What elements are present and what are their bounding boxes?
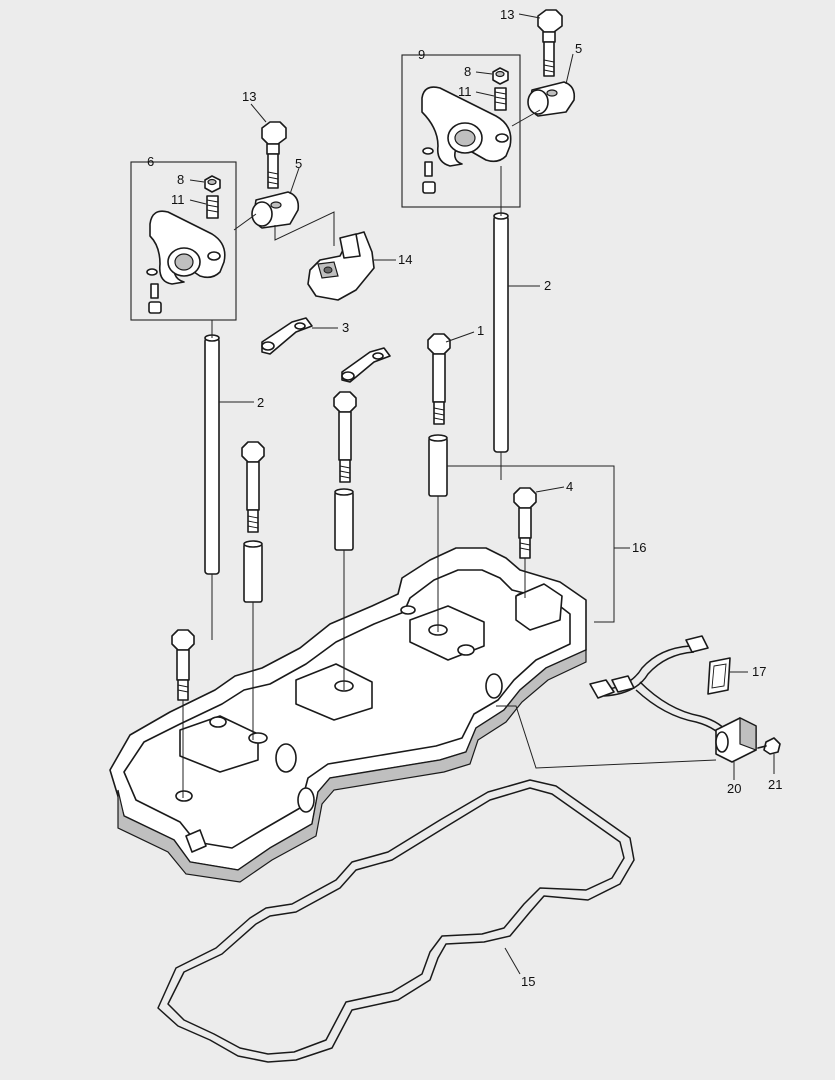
valve-bridge-3-right bbox=[341, 347, 391, 383]
callout-16: 16 bbox=[632, 540, 646, 555]
bolt-front-left bbox=[171, 629, 195, 701]
callout-21: 21 bbox=[768, 777, 782, 792]
callout-8-left: 8 bbox=[177, 172, 184, 187]
callout-8-right: 8 bbox=[464, 64, 471, 79]
sleeve-c bbox=[243, 540, 263, 603]
rocker-arm-left bbox=[146, 210, 226, 285]
bracket-14 bbox=[307, 231, 375, 301]
rocker-cover-housing bbox=[109, 547, 587, 883]
callout-5-left: 5 bbox=[295, 156, 302, 171]
sleeve-b bbox=[334, 488, 354, 551]
callout-11-right: 11 bbox=[458, 84, 472, 99]
callout-14: 14 bbox=[398, 252, 412, 267]
rocker-group-box-9 bbox=[401, 54, 521, 208]
ball-pin-left bbox=[148, 283, 162, 314]
rocker-arm-right bbox=[421, 86, 512, 167]
adjust-screw-11-right bbox=[494, 87, 507, 111]
callout-13-left: 13 bbox=[242, 89, 256, 104]
ball-pin-right bbox=[422, 161, 436, 194]
callout-9: 9 bbox=[418, 47, 425, 62]
connector-20 bbox=[715, 717, 757, 763]
nut-8-left bbox=[204, 175, 221, 193]
callout-11-left: 11 bbox=[171, 192, 185, 207]
nut-8-right bbox=[492, 67, 509, 85]
bolt-4 bbox=[513, 487, 537, 559]
push-rod-2-right bbox=[493, 212, 509, 453]
rocker-support-5-right bbox=[527, 81, 576, 117]
callout-1: 1 bbox=[477, 323, 484, 338]
adjust-screw-11-left bbox=[206, 195, 219, 219]
callout-2-left: 2 bbox=[257, 395, 264, 410]
callout-20: 20 bbox=[727, 781, 741, 796]
gasket-17 bbox=[707, 657, 731, 695]
sleeve-a bbox=[428, 434, 448, 497]
rocker-support-5-left bbox=[251, 191, 300, 229]
push-rod-2-left bbox=[204, 334, 220, 575]
callout-2-right: 2 bbox=[544, 278, 551, 293]
callout-17: 17 bbox=[752, 664, 766, 679]
callout-5-right: 5 bbox=[575, 41, 582, 56]
bolt-13-left bbox=[261, 121, 287, 189]
valve-bridge-3-left bbox=[261, 317, 313, 355]
rocker-group-box-6 bbox=[130, 161, 237, 321]
gasket-15 bbox=[157, 779, 635, 1063]
callout-13-right: 13 bbox=[500, 7, 514, 22]
callout-6: 6 bbox=[147, 154, 154, 169]
callout-4: 4 bbox=[566, 479, 573, 494]
callout-15: 15 bbox=[521, 974, 535, 989]
callout-3: 3 bbox=[342, 320, 349, 335]
screw-21 bbox=[757, 737, 781, 755]
bolt-1-c bbox=[241, 441, 265, 533]
bolt-1-a bbox=[427, 333, 451, 425]
bolt-13-right bbox=[537, 9, 563, 77]
bolt-1-b bbox=[333, 391, 357, 483]
